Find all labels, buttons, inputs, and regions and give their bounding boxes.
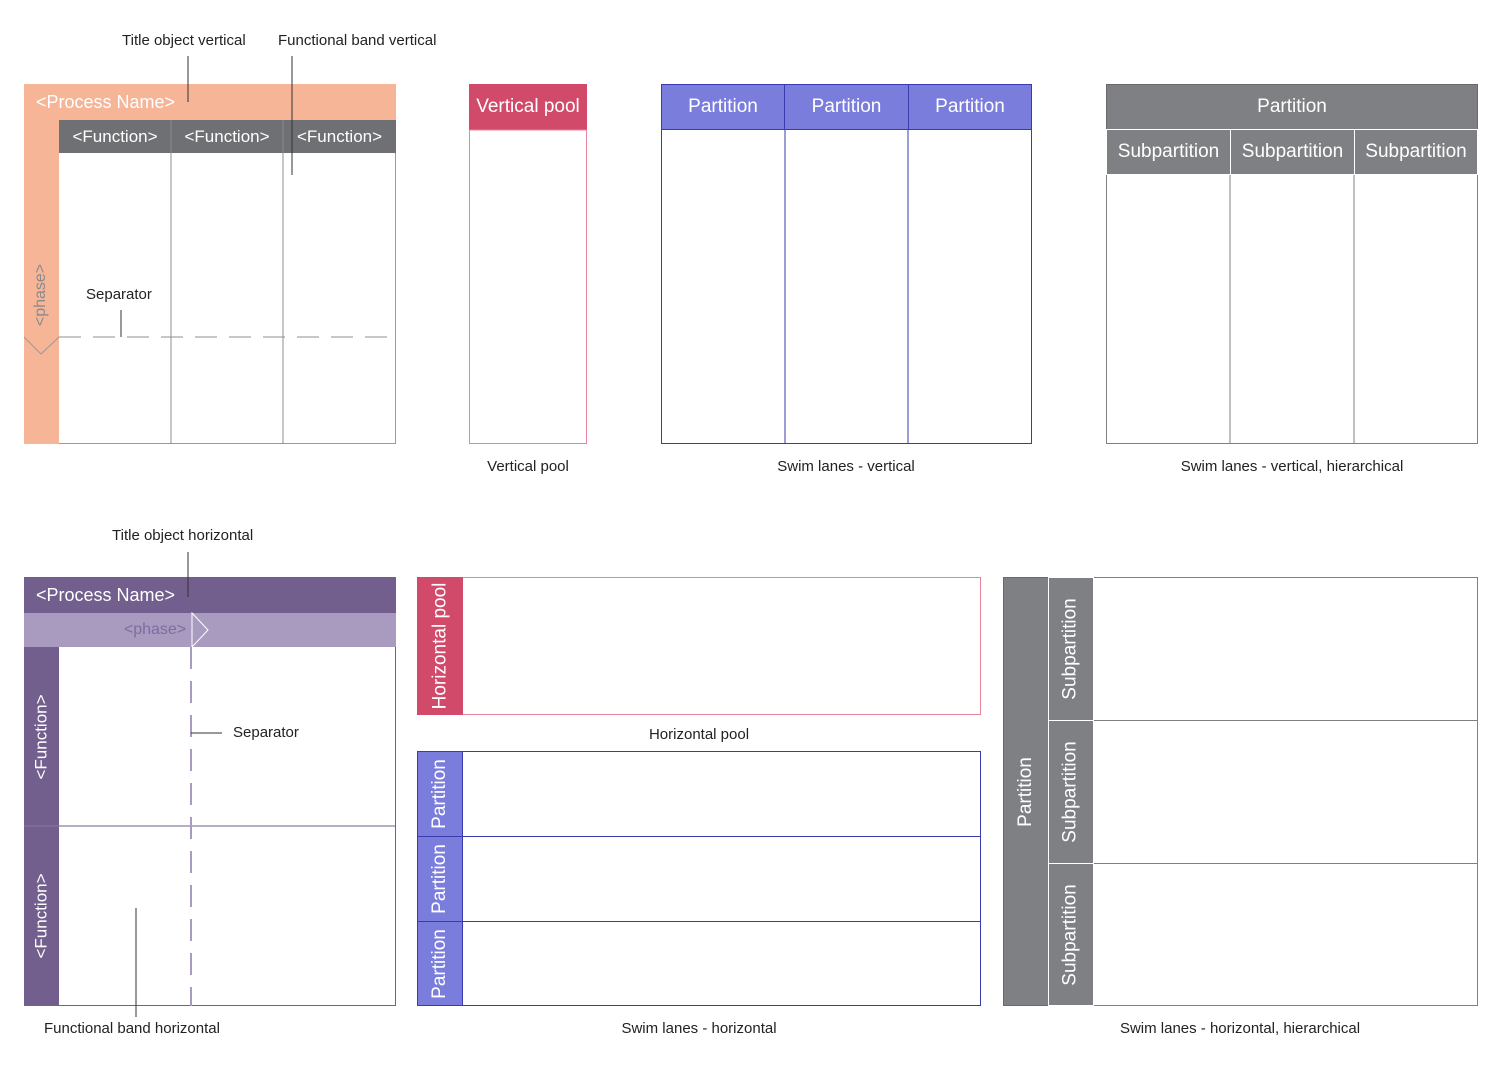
vertical-function-header-bar [59,120,396,153]
vertical-separator-callout: Separator [86,286,152,303]
vertical-pool-header: Vertical pool [469,84,587,130]
vertical-pool-caption: Vertical pool [487,458,569,475]
swim-vertical-hier-subpartition-1: Subpartition [1106,129,1231,175]
functional-band-vertical-callout: Functional band vertical [278,32,437,49]
horizontal-phase-label: <phase> [123,621,187,638]
swim-vertical-partition-3: Partition [908,84,1032,130]
swim-horizontal-partition-3: Partition [417,921,463,1006]
vertical-function-header-2: <Function> [184,126,270,146]
vertical-phase-chevron [23,336,60,355]
horizontal-pool-header: Horizontal pool [417,577,463,715]
swim-vertical-partition-2: Partition [784,84,909,130]
swim-horizontal-partition-2: Partition [417,836,463,922]
swim-horizontal-hier-subpartition-1: Subpartition [1048,577,1094,721]
swim-vertical-caption: Swim lanes - vertical [777,458,915,475]
swim-horizontal-hier-caption: Swim lanes - horizontal, hierarchical [1119,1020,1361,1037]
horizontal-separator-callout: Separator [233,724,299,741]
vertical-function-header-1: <Function> [72,126,158,146]
swim-vertical-hier-partition: Partition [1106,84,1478,130]
horizontal-title-bar [24,577,396,613]
swim-horizontal-partition-1: Partition [417,751,463,837]
process-name-label: <Process Name> [36,91,176,112]
swim-horizontal-caption: Swim lanes - horizontal [621,1020,777,1037]
horizontal-phase-chevron [191,611,209,649]
swim-horizontal-hier-subpartition-2: Subpartition [1048,720,1094,864]
vertical-phase-strip [24,84,59,444]
swim-vertical-partition-1: Partition [661,84,785,130]
swim-vertical-hier-caption: Swim lanes - vertical, hierarchical [1180,458,1404,475]
swim-horizontal-hier-subpartition-3: Subpartition [1048,863,1094,1006]
horizontal-process-name-label: <Process Name> [36,584,176,605]
vertical-title-bar [24,84,396,120]
horizontal-phase-bar [24,613,396,647]
swim-horizontal-hier-partition: Partition [1003,577,1049,1006]
swim-vertical-hier-subpartition-2: Subpartition [1230,129,1355,175]
title-object-vertical-callout: Title object vertical [122,32,246,49]
vertical-function-header-3: <Function> [296,126,383,146]
swim-vertical-hier-subpartition-3: Subpartition [1354,129,1478,175]
functional-band-horizontal-callout: Functional band horizontal [44,1020,220,1037]
title-object-horizontal-callout: Title object horizontal [112,527,254,544]
horizontal-pool-caption: Horizontal pool [648,726,750,743]
